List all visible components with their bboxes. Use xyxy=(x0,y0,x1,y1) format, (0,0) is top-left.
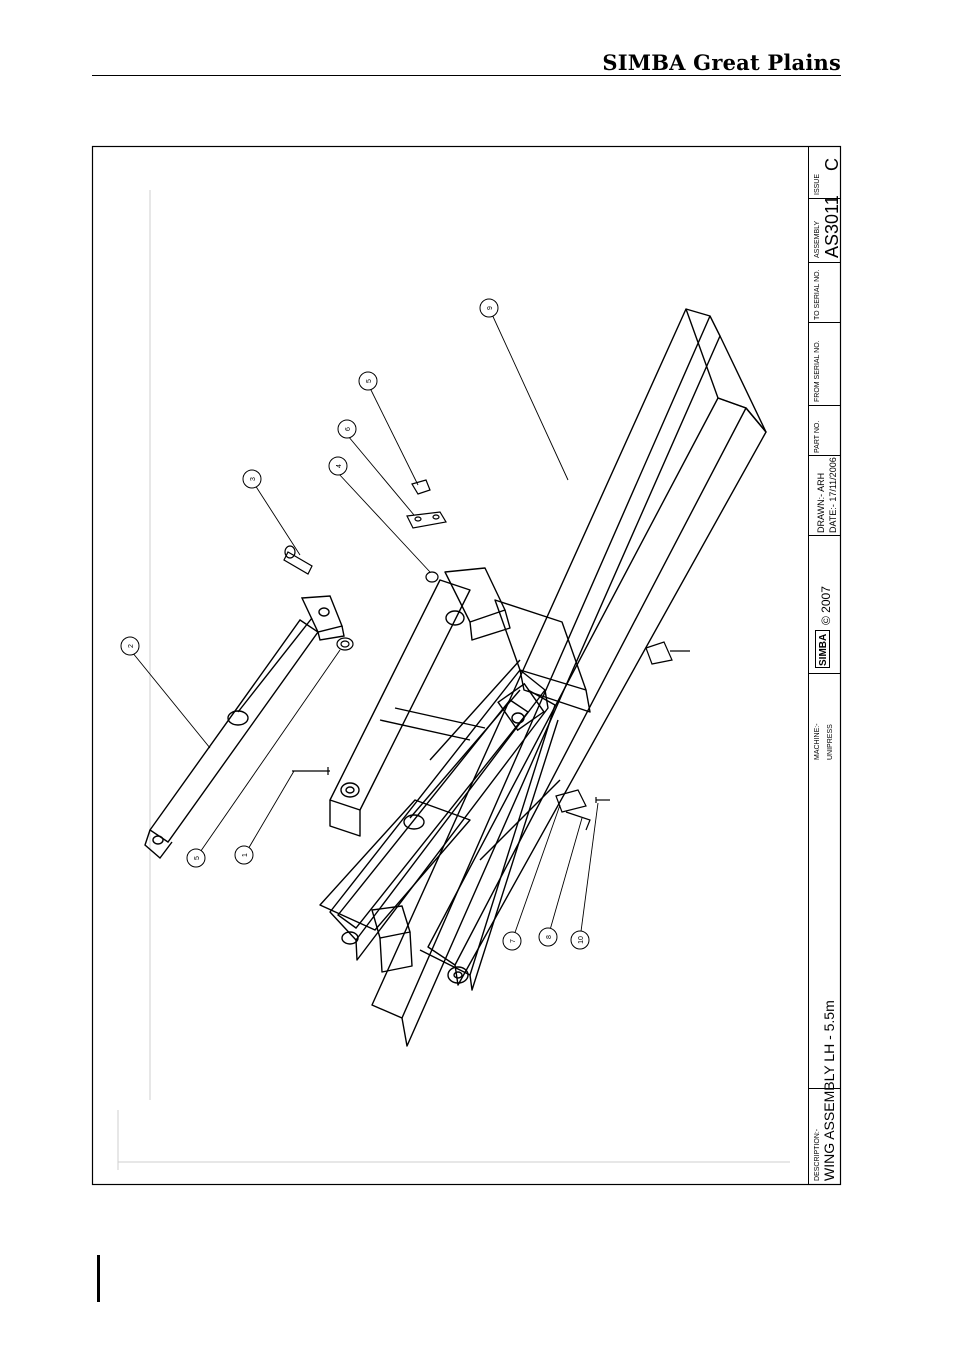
description-text: WING ASSEMBLY LH - 5.5m xyxy=(821,1000,837,1181)
svg-text:7: 7 xyxy=(510,939,517,943)
to-serial-label: TO SERIAL NO. xyxy=(814,269,821,320)
issue-label: ISSUE xyxy=(814,174,821,195)
copyright-text: © 2007 xyxy=(819,586,833,625)
balloon-3: 3 xyxy=(243,470,261,488)
svg-text:10: 10 xyxy=(578,936,585,944)
plate-item-6 xyxy=(407,512,446,528)
balloon-5a: 5 xyxy=(187,849,205,867)
balloon-2: 2 xyxy=(121,637,139,655)
description-label: DESCRIPTION:- xyxy=(814,1128,821,1181)
scan-border xyxy=(118,190,790,1170)
drawn-text: DRAWN:- ARH xyxy=(816,473,826,533)
balloon-4: 4 xyxy=(329,457,347,475)
drawing-frame xyxy=(93,147,841,1185)
machine-text: UNIPRESS xyxy=(827,724,834,760)
logo-text: SIMBA xyxy=(818,634,829,666)
item-balloons: 1 2 3 4 5 5 6 7 8 9 10 xyxy=(121,299,589,950)
bush-item-4 xyxy=(426,572,438,582)
svg-text:5: 5 xyxy=(366,379,373,383)
balloon-10: 10 xyxy=(571,931,589,949)
balloon-9: 9 xyxy=(480,299,498,317)
svg-text:4: 4 xyxy=(336,464,343,468)
svg-text:6: 6 xyxy=(345,427,352,431)
balloon-8: 8 xyxy=(539,928,557,946)
balloon-7: 7 xyxy=(503,932,521,950)
exploded-ram xyxy=(145,596,344,858)
simba-logo: SIMBA xyxy=(816,631,830,668)
part-no-label: PART NO. xyxy=(814,421,821,453)
svg-text:1: 1 xyxy=(242,853,249,857)
svg-text:9: 9 xyxy=(487,306,494,310)
machine-label: MACHINE:- xyxy=(814,723,821,760)
svg-text:2: 2 xyxy=(128,644,135,648)
pin-item-3 xyxy=(284,546,312,574)
washer-item-5 xyxy=(337,638,353,650)
from-serial-label: FROM SERIAL NO. xyxy=(814,340,821,402)
balloon-1: 1 xyxy=(235,846,253,864)
svg-text:8: 8 xyxy=(546,935,553,939)
clamp-items-7-8-10 xyxy=(556,642,690,830)
pivot-eyes xyxy=(341,611,468,983)
issue-letter: C xyxy=(822,158,842,171)
svg-text:5: 5 xyxy=(194,856,201,860)
assembly-number: AS3011 xyxy=(822,195,842,258)
leader-lines xyxy=(132,310,598,941)
svg-text:3: 3 xyxy=(250,477,257,481)
bolt-item-1 xyxy=(292,767,330,775)
assembly-label: ASSEMBLY xyxy=(814,220,821,258)
balloon-5b: 5 xyxy=(359,372,377,390)
clip-item-5 xyxy=(412,480,430,494)
date-text: DATE:- 17/11/2006 xyxy=(828,457,838,533)
balloon-6: 6 xyxy=(338,420,356,438)
